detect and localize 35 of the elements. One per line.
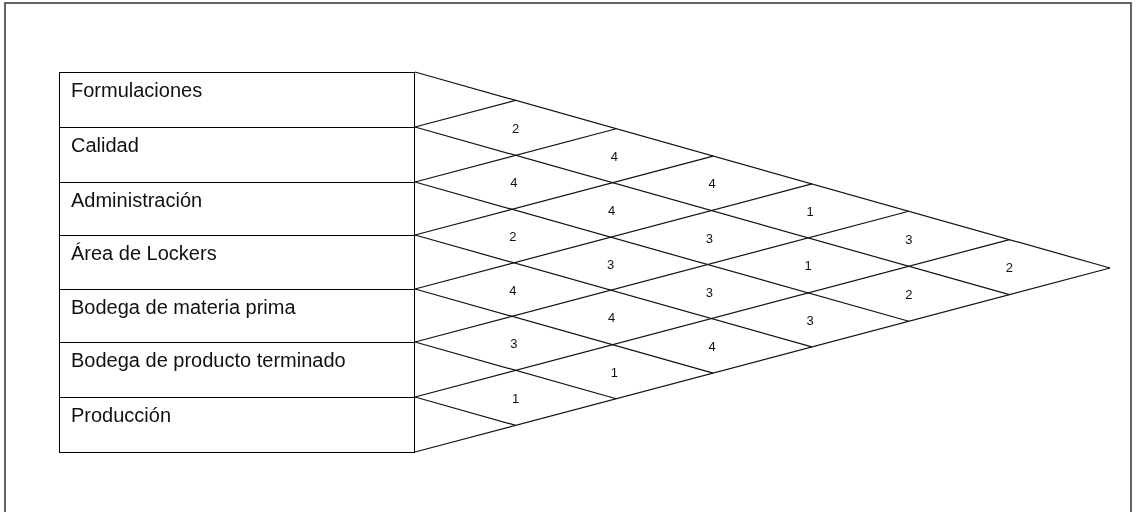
rating-number: 4 <box>708 175 716 191</box>
rating-number: 3 <box>905 231 913 247</box>
department-box <box>59 72 415 128</box>
department-name: Formulaciones <box>71 79 203 102</box>
rating-number: 2 <box>509 228 517 244</box>
rating-number: 1 <box>511 390 520 406</box>
department-name: Administración <box>71 189 203 212</box>
rating-number: 4 <box>708 338 716 354</box>
rating-number: 1 <box>804 257 812 273</box>
rating-number: 3 <box>705 284 714 300</box>
department-name: Bodega de materia prima <box>71 296 296 319</box>
rating-number: 3 <box>607 256 615 272</box>
department-name: Bodega de producto terminado <box>71 349 346 372</box>
department-box <box>59 182 415 236</box>
rating-number: 3 <box>806 312 814 328</box>
rating-number: 1 <box>806 203 814 219</box>
rating-number: 2 <box>511 120 520 136</box>
department-name: Producción <box>71 404 172 427</box>
rating-number: 3 <box>705 230 714 246</box>
department-name: Área de Lockers <box>71 242 217 265</box>
rating-number: 4 <box>608 202 616 218</box>
rating-number: 4 <box>509 282 517 298</box>
rating-number: 2 <box>1005 259 1013 275</box>
department-box <box>59 127 415 183</box>
department-box <box>59 235 415 290</box>
department-box <box>59 397 415 453</box>
rating-number: 4 <box>510 174 518 190</box>
rating-number: 2 <box>905 286 913 302</box>
department-box <box>59 289 415 343</box>
rating-number: 3 <box>510 335 518 351</box>
department-name: Calidad <box>71 134 139 157</box>
department-box <box>59 342 415 398</box>
rating-number: 4 <box>610 148 618 164</box>
rating-number: 1 <box>610 364 618 380</box>
rating-number: 4 <box>608 309 616 325</box>
